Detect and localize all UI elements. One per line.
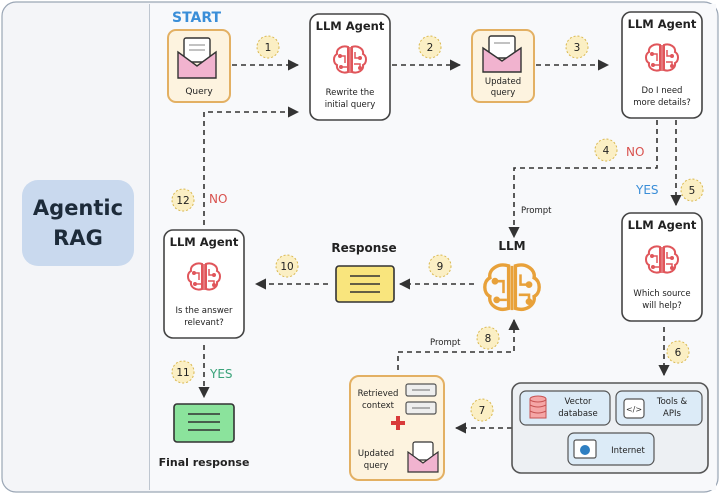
updated-query-line2: query xyxy=(491,88,516,98)
sources-group: Vector database </> Tools & APIs Interne… xyxy=(511,382,709,474)
envelope-icon xyxy=(177,37,217,79)
envelope-icon xyxy=(407,441,439,473)
updated-query-node: Updated query xyxy=(471,29,535,103)
step-badge-label: 10 xyxy=(280,261,293,273)
plus-icon xyxy=(391,416,405,430)
query-label: Query xyxy=(185,87,213,97)
agent-rewrite-line1: Rewrite the xyxy=(326,88,375,98)
llm-node: LLM xyxy=(483,239,541,312)
step-badge-label: 11 xyxy=(176,367,189,379)
step-badge-12: 12 xyxy=(171,188,195,212)
vector-line2: database xyxy=(558,409,597,419)
vector-database-source: Vector database xyxy=(519,390,611,426)
response-node: Response xyxy=(331,241,397,303)
context-updated-line1: Updated xyxy=(358,449,394,459)
step-badge-label: 6 xyxy=(675,347,682,359)
updated-query-line1: Updated xyxy=(485,77,521,87)
sidebar-title-box xyxy=(22,180,134,266)
edge-label-yes-relevant: YES xyxy=(209,367,233,381)
step-badge-11: 11 xyxy=(171,360,195,384)
step-badge-10: 10 xyxy=(275,254,299,278)
context-retrieved-line2: context xyxy=(362,401,395,411)
code-icon: </> xyxy=(623,398,645,419)
edge-relevant-no-to-rewrite xyxy=(203,106,300,225)
agent-relevant-line2: relevant? xyxy=(184,318,224,328)
agent-details-node: LLM Agent Do I need more details? xyxy=(621,11,703,119)
agent-relevant-line1: Is the answer xyxy=(176,306,233,316)
agent-rewrite-line2: initial query xyxy=(325,100,376,110)
step-badge-label: 1 xyxy=(265,42,272,54)
llm-title: LLM xyxy=(498,239,525,253)
response-title: Response xyxy=(331,241,396,255)
step-badge-label: 3 xyxy=(574,42,581,54)
step-badge-label: 2 xyxy=(427,42,434,54)
step-badge-4: 4 xyxy=(594,138,618,162)
internet-label: Internet xyxy=(611,446,645,456)
step-badge-label: 5 xyxy=(689,185,696,197)
agent-relevant-node: LLM Agent Is the answer relevant? xyxy=(163,229,245,339)
edge-label-yes-details: YES xyxy=(635,183,659,197)
step-badge-2: 2 xyxy=(418,35,442,59)
edge-label-no-relevant: NO xyxy=(209,192,227,206)
document-icon xyxy=(335,265,395,303)
tools-apis-source: </> Tools & APIs xyxy=(615,390,703,426)
step-badge-3: 3 xyxy=(565,35,589,59)
edge-context-to-llm xyxy=(397,318,520,370)
svg-text:</>: </> xyxy=(626,405,642,414)
step-badge-5: 5 xyxy=(680,178,704,202)
step-badge-label: 4 xyxy=(603,145,610,157)
envelope-icon xyxy=(482,35,522,73)
agent-rewrite-node: LLM Agent Rewrite the initial query xyxy=(309,13,391,121)
start-label: START xyxy=(172,10,222,26)
document-icon xyxy=(173,403,235,443)
globe-icon xyxy=(573,439,597,459)
step-badge-9: 9 xyxy=(428,254,452,278)
step-badge-6: 6 xyxy=(666,340,690,364)
final-response-label: Final response xyxy=(159,456,250,469)
internet-source: Internet xyxy=(567,432,655,466)
document-icon xyxy=(405,383,437,415)
step-badge-label: 9 xyxy=(437,261,444,273)
step-badge-8: 8 xyxy=(476,326,500,350)
tools-line2: APIs xyxy=(663,409,681,419)
step-badge-label: 8 xyxy=(485,333,492,345)
edge-label-prompt-top: Prompt xyxy=(521,206,552,216)
agent-details-line2: more details? xyxy=(633,98,691,108)
database-icon xyxy=(529,395,547,419)
edge-label-prompt-bottom: Prompt xyxy=(430,338,461,348)
agent-source-line2: will help? xyxy=(642,301,682,311)
context-retrieved-line1: Retrieved xyxy=(358,389,399,399)
step-badge-label: 7 xyxy=(479,405,486,417)
final-response-node: Final response xyxy=(159,403,250,469)
context-node: Retrieved context Updated query xyxy=(349,375,445,481)
query-node: Query xyxy=(167,29,231,103)
agent-source-title: LLM Agent xyxy=(628,218,697,232)
step-badge-7: 7 xyxy=(470,398,494,422)
agent-source-line1: Which source xyxy=(633,289,690,299)
agent-source-node: LLM Agent Which source will help? xyxy=(621,212,703,322)
edge-label-no-details: NO xyxy=(626,145,644,159)
agent-relevant-title: LLM Agent xyxy=(170,235,239,249)
sidebar-title-line2: RAG xyxy=(53,226,103,250)
vector-line1: Vector xyxy=(564,397,592,407)
agent-details-line1: Do I need xyxy=(642,86,683,96)
agent-rewrite-title: LLM Agent xyxy=(316,19,385,33)
step-badge-label: 12 xyxy=(176,195,189,207)
context-updated-line2: query xyxy=(364,461,389,471)
step-badge-1: 1 xyxy=(256,35,280,59)
sidebar-title-line1: Agentic xyxy=(33,196,123,220)
agent-details-title: LLM Agent xyxy=(628,17,697,31)
edge-details-no-to-llm xyxy=(508,120,658,239)
tools-line1: Tools & xyxy=(656,397,688,407)
